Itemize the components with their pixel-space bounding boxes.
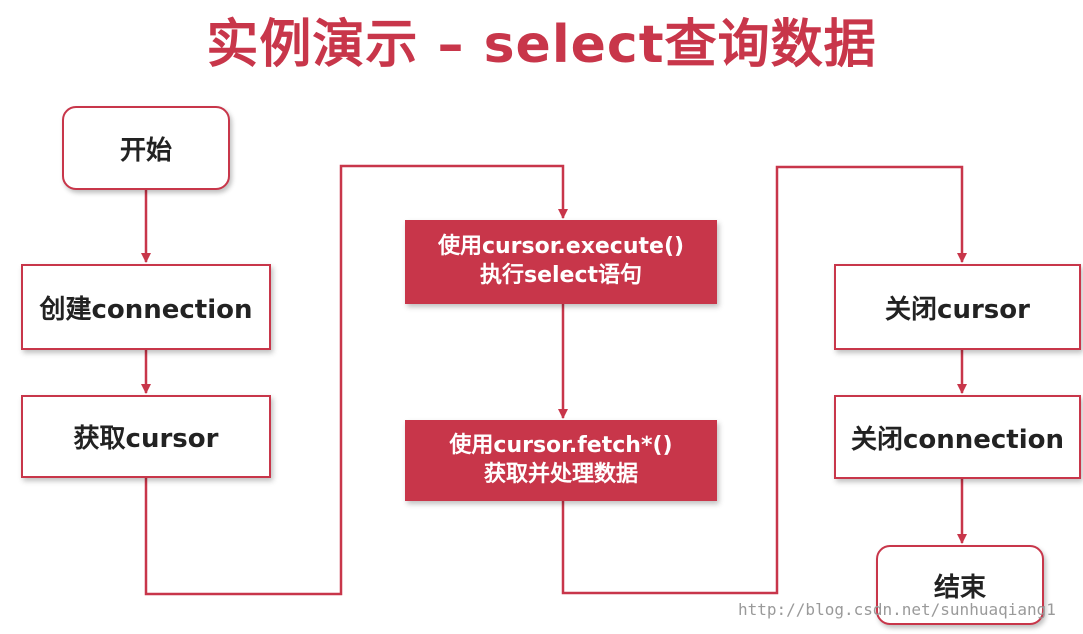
execute-label-line2: 执行select语句 bbox=[479, 263, 643, 288]
create-connection-label: 创建connection bbox=[39, 294, 253, 325]
close-connection-label: 关闭connection bbox=[850, 424, 1065, 455]
fetch-node: 使用cursor.fetch*() 获取并处理数据 bbox=[405, 420, 717, 501]
execute-label-line1: 使用cursor.execute() bbox=[437, 234, 685, 260]
close-connection-node: 关闭connection bbox=[834, 395, 1081, 479]
start-label: 开始 bbox=[119, 135, 172, 166]
close-cursor-node: 关闭cursor bbox=[834, 264, 1081, 350]
execute-node: 使用cursor.execute() 执行select语句 bbox=[405, 220, 717, 304]
end-node: 结束 bbox=[876, 545, 1044, 625]
start-node: 开始 bbox=[62, 106, 230, 190]
close-cursor-label: 关闭cursor bbox=[885, 294, 1030, 325]
arrow-get-cursor-to-execute bbox=[144, 164, 568, 596]
page-title: 实例演示 – select查询数据 bbox=[206, 15, 877, 75]
arrow-fetch-to-close-cursor bbox=[561, 165, 967, 595]
end-label: 结束 bbox=[933, 572, 986, 603]
watermark-url: http://blog.csdn.net/sunhuaqiang1 bbox=[738, 600, 1056, 619]
fetch-label-line1: 使用cursor.fetch*() bbox=[449, 432, 673, 458]
create-connection-node: 创建connection bbox=[21, 264, 271, 350]
get-cursor-node: 获取cursor bbox=[21, 395, 271, 478]
fetch-label-line2: 获取并处理数据 bbox=[483, 461, 638, 487]
get-cursor-label: 获取cursor bbox=[73, 424, 219, 454]
